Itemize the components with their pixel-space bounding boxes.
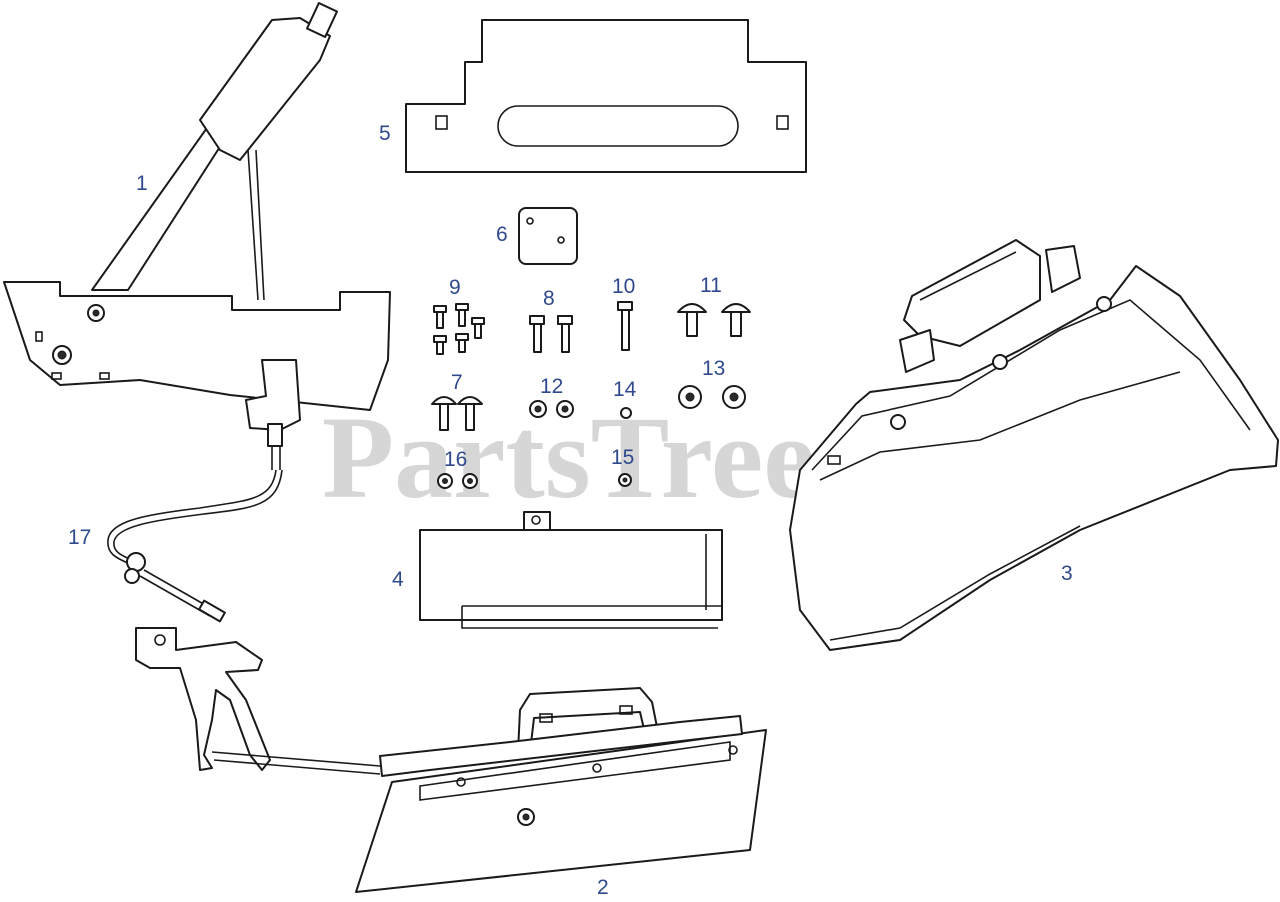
part-7-carriage-bolts[interactable] bbox=[431, 396, 483, 431]
part-11-carriage-bolts[interactable] bbox=[677, 303, 751, 337]
part-17-cable[interactable] bbox=[107, 469, 283, 623]
callout-1: 1 bbox=[136, 172, 148, 195]
part-9-bolts[interactable] bbox=[433, 303, 485, 355]
part-12-nuts[interactable] bbox=[529, 400, 574, 418]
part-10-bolt[interactable] bbox=[617, 301, 633, 351]
part-16-nuts[interactable] bbox=[437, 473, 478, 489]
part-2-deflector[interactable] bbox=[355, 687, 767, 893]
part-5-plate[interactable] bbox=[405, 19, 807, 173]
part-4-channel[interactable] bbox=[419, 511, 723, 629]
part-8-bolts[interactable] bbox=[529, 315, 573, 353]
part-13-washers[interactable] bbox=[678, 385, 746, 409]
callout-11: 11 bbox=[700, 274, 722, 297]
part-15-nut[interactable] bbox=[618, 473, 632, 487]
part-6-plate[interactable] bbox=[518, 207, 578, 265]
callout-17: 17 bbox=[68, 526, 91, 549]
bracket-link[interactable] bbox=[135, 627, 381, 775]
callout-2: 2 bbox=[597, 876, 609, 899]
callout-5: 5 bbox=[379, 122, 391, 145]
callout-14: 14 bbox=[613, 378, 637, 401]
part-3-chute[interactable] bbox=[789, 239, 1279, 651]
callout-3: 3 bbox=[1061, 562, 1073, 585]
callout-6: 6 bbox=[496, 223, 508, 246]
callout-15: 15 bbox=[611, 446, 634, 469]
callout-16: 16 bbox=[444, 448, 467, 471]
callout-10: 10 bbox=[612, 275, 635, 298]
callout-9: 9 bbox=[449, 276, 461, 299]
part-14-nut[interactable] bbox=[620, 407, 632, 419]
callout-8: 8 bbox=[543, 287, 555, 310]
callout-13: 13 bbox=[702, 357, 725, 380]
callout-12: 12 bbox=[540, 375, 563, 398]
part-1-lever-assembly[interactable] bbox=[3, 2, 391, 470]
callout-7: 7 bbox=[451, 371, 463, 394]
callout-4: 4 bbox=[392, 568, 404, 591]
